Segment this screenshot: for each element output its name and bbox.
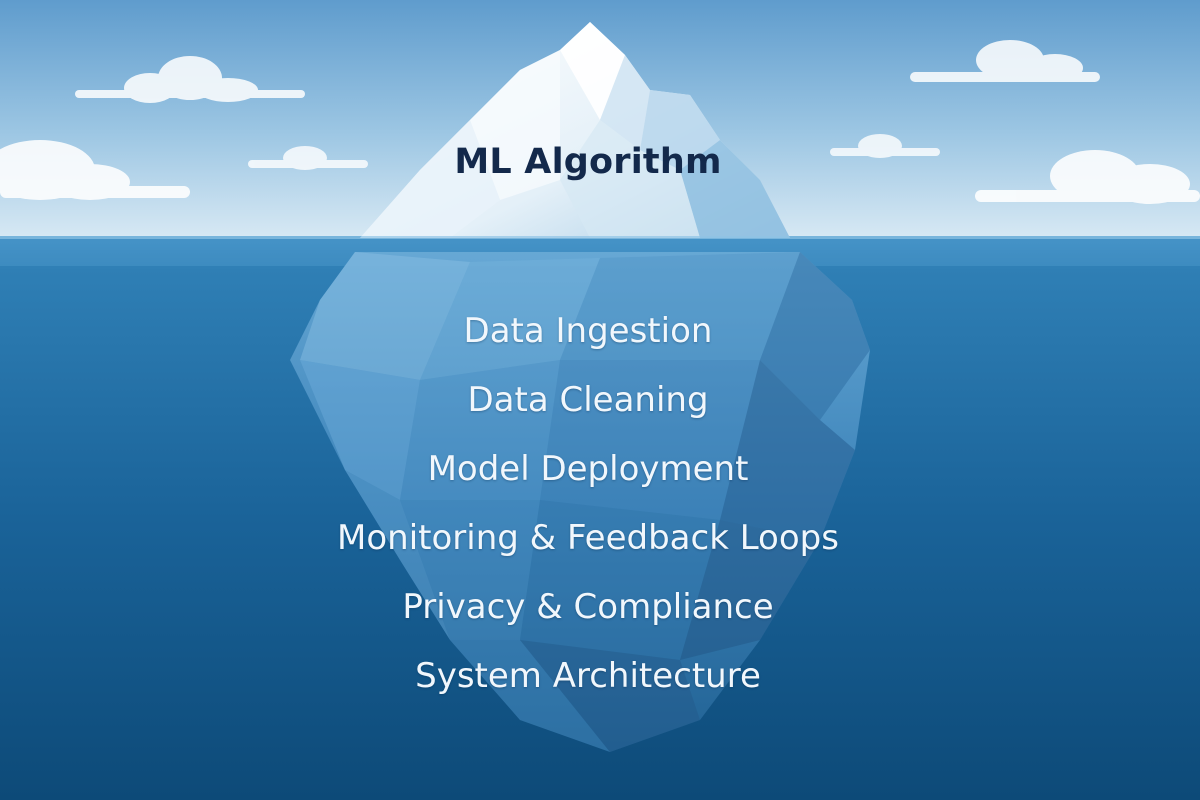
tip-label-ml-algorithm: ML Algorithm: [454, 142, 722, 182]
cloud-right-middle: [830, 134, 940, 158]
cloud-center-small: [248, 146, 368, 170]
cloud-right-top: [910, 40, 1100, 82]
underwater-label-monitoring-feedback: Monitoring & Feedback Loops: [337, 518, 839, 558]
underwater-label-system-architecture: System Architecture: [415, 656, 761, 696]
cloud-right-bottom: [975, 150, 1200, 204]
iceberg-tip: [360, 22, 790, 238]
underwater-label-data-ingestion: Data Ingestion: [463, 311, 713, 351]
underwater-label-data-cleaning: Data Cleaning: [467, 380, 709, 420]
iceberg-underwater: [290, 252, 870, 752]
cloud-left-top: [75, 56, 305, 103]
cloud-left-middle: [0, 140, 190, 200]
waterline: [0, 236, 1200, 239]
underwater-label-model-deployment: Model Deployment: [427, 449, 749, 489]
underwater-label-privacy-compliance: Privacy & Compliance: [402, 587, 774, 627]
